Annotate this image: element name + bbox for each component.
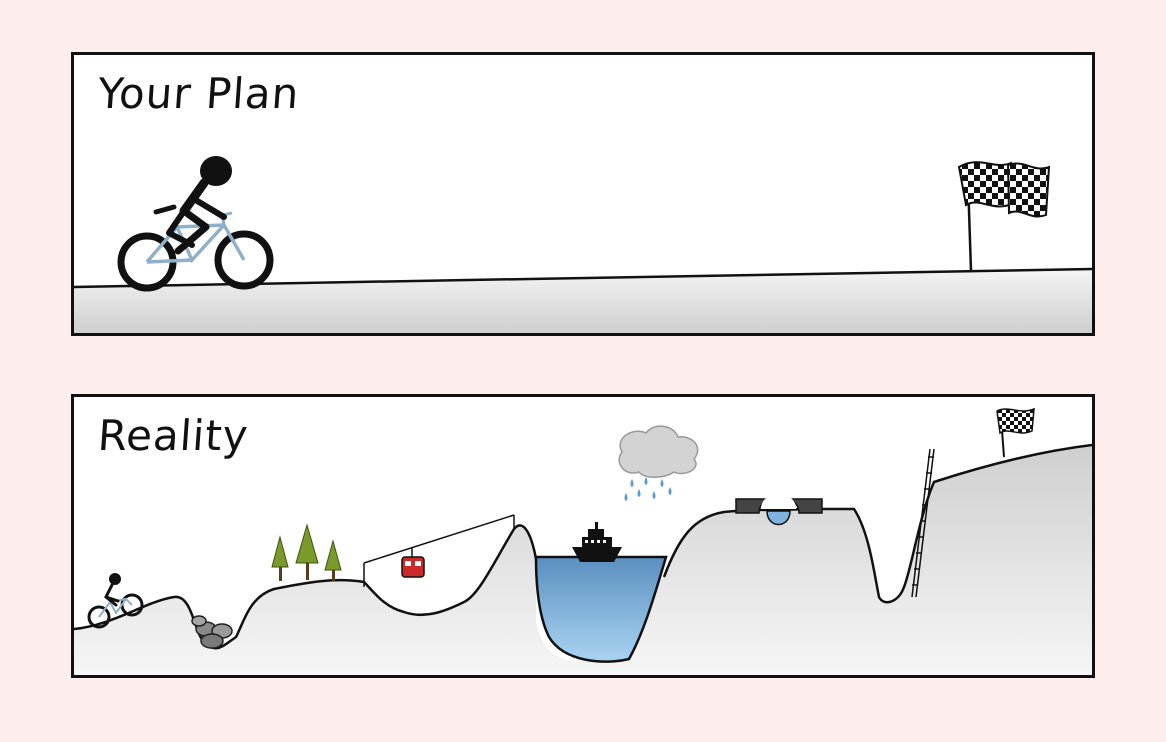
pine-tree-icon <box>271 523 342 581</box>
reality-terrain <box>74 445 1092 675</box>
plan-panel: Your Plan <box>71 52 1095 336</box>
reality-panel: Reality <box>71 394 1095 678</box>
checkered-flag-icon <box>996 407 1035 458</box>
checkered-flag-icon <box>957 161 1051 272</box>
lake <box>534 555 668 663</box>
plan-title: Your Plan <box>96 69 302 118</box>
plan-illustration <box>74 156 1092 333</box>
plan-ground <box>74 269 1092 333</box>
ship-icon <box>572 522 622 562</box>
bridge-icon <box>735 494 823 526</box>
cyclist-icon <box>117 156 274 292</box>
rocks-icon <box>191 615 233 649</box>
cyclist-icon <box>87 573 144 629</box>
ladder-icon <box>911 448 935 598</box>
rain-cloud-icon <box>618 425 699 501</box>
reality-illustration <box>74 407 1092 675</box>
cable-car-icon <box>363 514 515 587</box>
reality-title: Reality <box>96 411 251 460</box>
